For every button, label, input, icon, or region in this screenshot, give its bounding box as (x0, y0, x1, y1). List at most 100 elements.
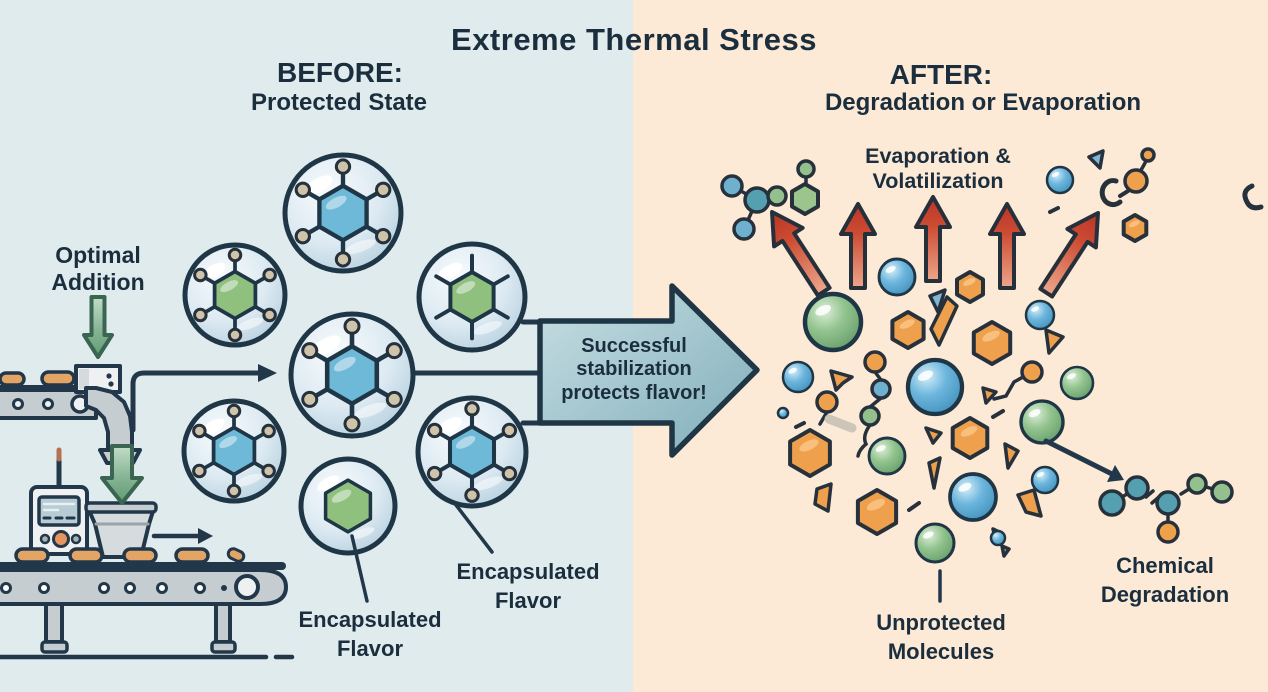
bond-spoke (434, 307, 453, 320)
motion-smear (824, 414, 857, 433)
debris-dash (1048, 206, 1060, 214)
molecule-atom-blue (870, 378, 892, 400)
control-unit (29, 447, 89, 556)
molecule-bond (856, 423, 872, 458)
degraded-molecule-scatter (720, 147, 1264, 564)
connector-dot (193, 307, 208, 323)
small-button (70, 533, 82, 545)
unprotected-hexagon (788, 428, 832, 478)
leader-lines (350, 414, 1124, 603)
connector-dot (301, 390, 319, 408)
encapsulated-flavor-label-right: Encapsulated Flavor (456, 559, 600, 613)
connector-dot (464, 401, 480, 417)
conveyor-leg (44, 602, 64, 644)
after-subheading: Degradation or Evaporation (824, 89, 1142, 116)
molecule-fragment (1044, 328, 1065, 355)
molecule-atom-orange (1020, 360, 1044, 384)
unprotected-sphere-blue (781, 360, 815, 394)
encapsulated-bubble (288, 311, 416, 439)
flavor-hexagon-blue (447, 424, 497, 480)
connector-dot (375, 181, 392, 198)
small-green-hexagon (790, 182, 820, 216)
sphere-gloss (1066, 373, 1076, 380)
connector-dot (192, 463, 207, 479)
sphere-gloss (923, 531, 934, 539)
connector-dot (261, 463, 276, 479)
leader-encapsulated-right (454, 503, 494, 554)
flow-lines (130, 319, 549, 433)
broken-ring-fragment (1099, 178, 1123, 208)
sphere-gloss (788, 367, 797, 374)
before-subheading: Protected State (250, 89, 428, 116)
bond-spoke (491, 307, 510, 320)
transition-arrow (537, 283, 760, 458)
unprotected-sphere-blue (776, 406, 790, 420)
connector-dot (334, 158, 352, 175)
sphere-gloss (885, 265, 896, 273)
sphere-gloss (1028, 409, 1041, 418)
conveyor-leg (214, 602, 232, 644)
molecule-fragment (927, 456, 942, 490)
molecule-atom-orange (815, 390, 839, 414)
broken-ring-fragment (1242, 183, 1264, 211)
connector-dot (192, 423, 207, 439)
flavor-hexagon-blue (324, 344, 380, 406)
connector-dot (262, 307, 277, 323)
encapsulated-bubble (182, 242, 288, 348)
bubble-gloss (305, 175, 333, 195)
unprotected-sphere-blue (1024, 299, 1056, 331)
molecule-atom-teal (1155, 490, 1181, 516)
encapsulated-bubble (416, 241, 528, 353)
sphere-gloss (917, 370, 934, 381)
molecule-atom-blue (732, 217, 756, 241)
unprotected-hexagon (950, 416, 990, 460)
main-conveyor (0, 547, 295, 660)
molecule-atom-blue (720, 174, 744, 198)
flavor-hexagon-green (212, 269, 258, 321)
molecule-atom-orange (1156, 520, 1180, 544)
connector-dot (343, 317, 361, 335)
bubble-gloss (312, 335, 341, 356)
connector-dot (343, 415, 361, 433)
after-heading: AFTER: (889, 59, 993, 90)
bubble-gloss (436, 417, 462, 436)
connector-dot (426, 465, 443, 482)
flavor-pellet (0, 371, 26, 387)
flavor-hexagon-green (323, 478, 373, 534)
small-button (39, 533, 51, 545)
molecule-bond (1144, 489, 1155, 499)
encapsulated-bubbles (181, 152, 529, 556)
flavor-hexagon-green (448, 270, 496, 324)
unprotected-sphere-green (867, 436, 907, 476)
molecule-atom-green (1186, 473, 1208, 495)
addition-arrows (82, 295, 144, 505)
flavor-pellet (174, 547, 210, 564)
unprotected-sphere-green (914, 522, 956, 564)
evaporation-label: Evaporation & Volatilization (865, 144, 1011, 194)
evaporation-arrow (914, 195, 952, 283)
molecule-atom-green (766, 185, 788, 207)
leader-encapsulated-left (350, 534, 369, 603)
debris-dash (907, 501, 921, 512)
unprotected-molecules-label: Unprotected Molecules (876, 610, 1006, 664)
orange-button (52, 530, 70, 548)
molecule-fragment (1000, 544, 1011, 558)
molecule-fragment (928, 288, 947, 314)
molecule-fragment (1087, 149, 1105, 170)
flavor-pellet (122, 547, 158, 564)
molecule-fragment (813, 482, 833, 513)
flavor-pellet (40, 370, 76, 387)
connector-dot (262, 267, 277, 283)
upper-feed-belt (0, 370, 98, 420)
connector-dot (294, 181, 311, 198)
conveyor-roller (234, 574, 260, 600)
connector-dot (301, 342, 319, 360)
connector-dot (385, 390, 403, 408)
unprotected-sphere-blue (989, 529, 1007, 547)
after-panel-background (633, 0, 1268, 692)
green-down-arrow (100, 444, 144, 505)
sphere-gloss (1031, 306, 1040, 312)
sphere-gloss (815, 304, 832, 316)
chemical-degradation-arrow (1043, 438, 1115, 477)
evaporation-arrow (839, 202, 877, 290)
